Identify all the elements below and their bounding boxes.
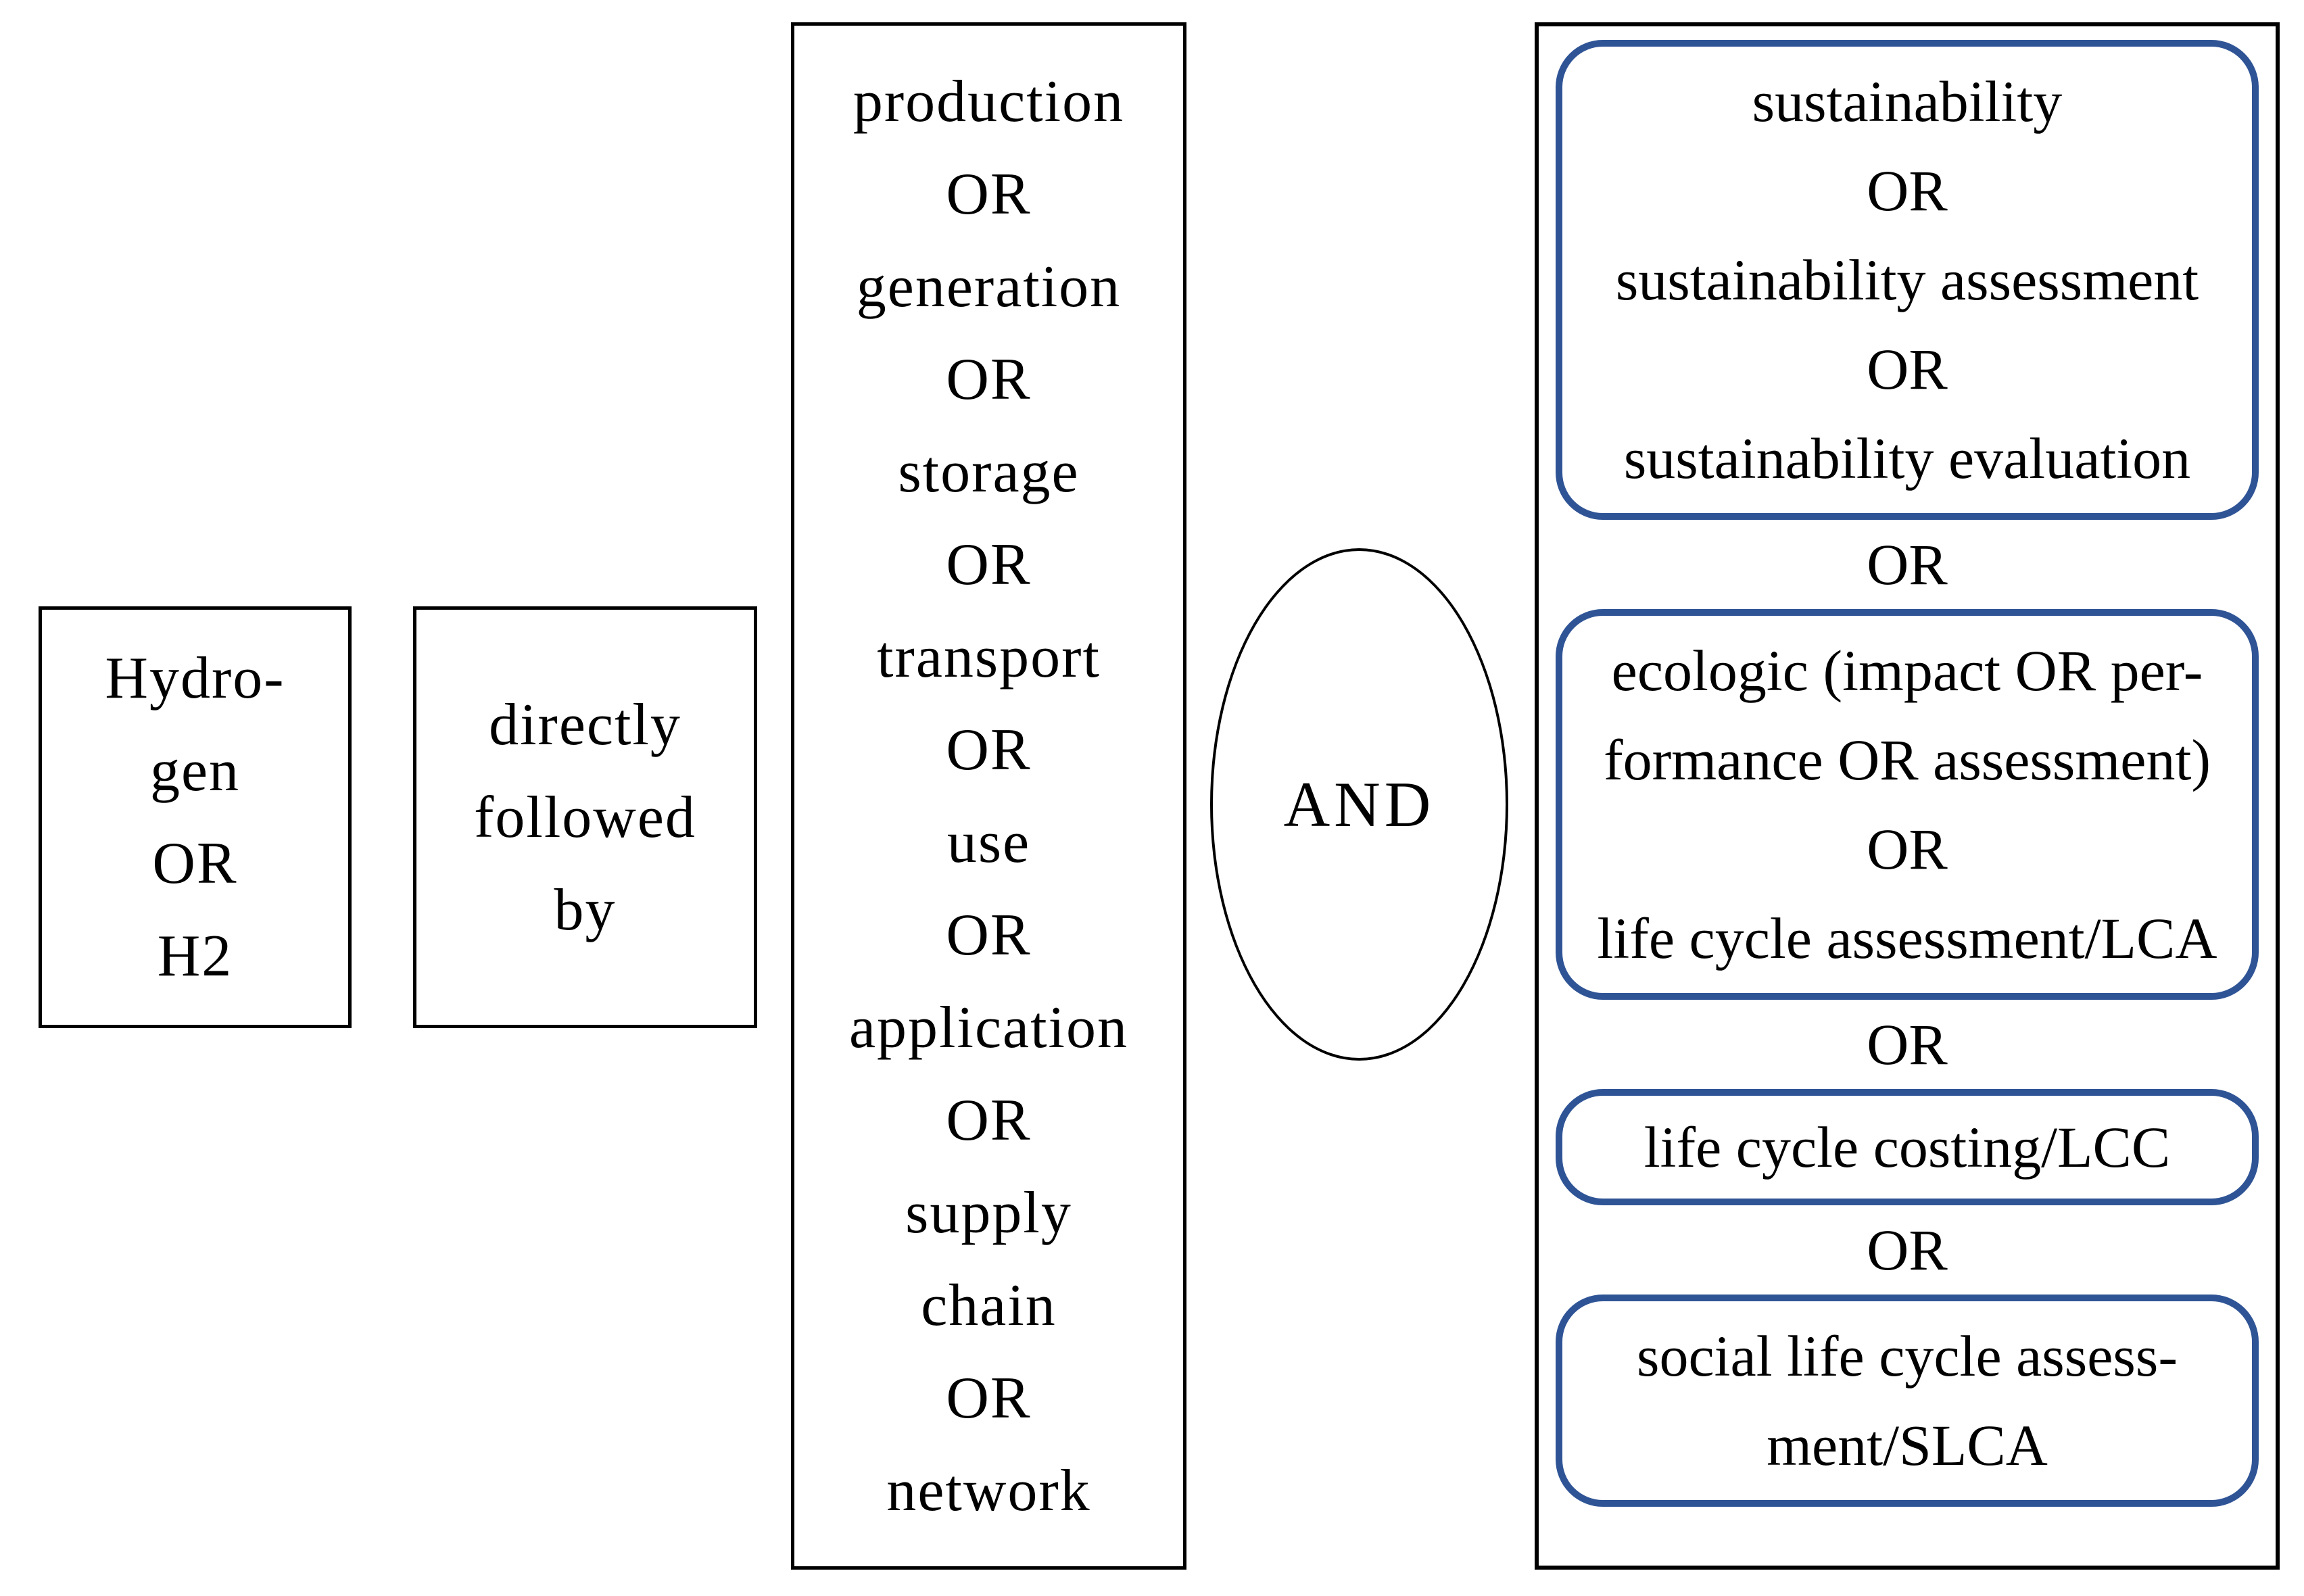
term-line: formance OR assessment)	[1604, 727, 2211, 792]
term-line: ecologic (impact OR per-	[1611, 638, 2203, 703]
term-line: sustainability assessment	[1615, 247, 2199, 312]
term-line: supply	[905, 1180, 1072, 1246]
operator-line: followed	[474, 784, 696, 850]
sustainability-terms-box: sustainability OR sustainability assessm…	[1535, 22, 2280, 1570]
term-line: life cycle assessment/LCA	[1597, 906, 2217, 971]
or-separator: OR	[1867, 1217, 1948, 1282]
process-terms-box: production OR generation OR storage OR t…	[791, 22, 1186, 1570]
term-line: ment/SLCA	[1767, 1413, 2048, 1478]
or-operator-text: OR	[946, 1087, 1032, 1153]
term-line: application	[849, 994, 1128, 1061]
and-operator-text: AND	[1283, 769, 1435, 840]
or-operator-text: OR	[946, 346, 1032, 412]
term-line: generation	[856, 253, 1122, 320]
or-operator-text: OR	[946, 1365, 1032, 1431]
term-line: sustainability	[1752, 69, 2063, 134]
term-line: storage	[898, 439, 1080, 505]
or-operator-text: OR	[1867, 337, 1948, 402]
or-operator-text: OR	[946, 161, 1032, 227]
or-operator-text: OR	[1867, 817, 1948, 881]
term-line: network	[886, 1457, 1091, 1524]
or-operator-text: OR	[1867, 158, 1948, 223]
operator-line: by	[554, 877, 617, 943]
or-operator-text: OR	[152, 831, 238, 896]
adjacency-operator-box: directly followed by	[413, 606, 757, 1028]
term-line: Hydro-	[105, 646, 285, 711]
or-operator-text: OR	[946, 902, 1032, 968]
term-line: production	[853, 68, 1125, 135]
term-line: chain	[921, 1272, 1057, 1338]
ecologic-lca-group-box: ecologic (impact OR per- formance OR ass…	[1556, 609, 2259, 1000]
term-line: life cycle costing/LCC	[1643, 1115, 2171, 1180]
term-line: use	[946, 809, 1031, 875]
or-operator-text: OR	[946, 531, 1032, 598]
and-operator-ellipse: AND	[1210, 548, 1508, 1061]
or-separator: OR	[1867, 532, 1948, 597]
term-line: H2	[157, 923, 233, 989]
or-separator: OR	[1867, 1012, 1948, 1077]
slca-group-box: social life cycle assess- ment/SLCA	[1556, 1295, 2259, 1507]
lcc-group-box: life cycle costing/LCC	[1556, 1089, 2259, 1205]
sustainability-group-box: sustainability OR sustainability assessm…	[1556, 40, 2259, 520]
hydrogen-term-box: Hydro- gen OR H2	[39, 606, 352, 1028]
term-line: gen	[149, 738, 241, 804]
term-line: transport	[877, 624, 1101, 690]
term-line: social life cycle assess-	[1637, 1324, 2178, 1388]
term-line: sustainability evaluation	[1623, 426, 2191, 491]
or-operator-text: OR	[946, 717, 1032, 783]
operator-line: directly	[489, 692, 681, 758]
